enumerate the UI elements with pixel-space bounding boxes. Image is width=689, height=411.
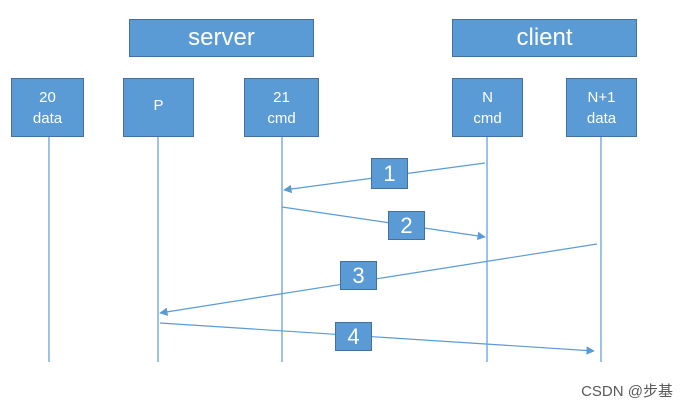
arrow-step-2 (281, 206, 486, 241)
client-group-box: client (452, 19, 637, 57)
port-number: 21 (273, 88, 290, 106)
port-box-n1-data: N+1 data (566, 78, 637, 137)
step-number: 2 (400, 212, 413, 238)
port-role: data (32, 109, 63, 127)
port-box-p: P (123, 78, 194, 137)
step-number: 3 (352, 262, 365, 288)
port-role: data (586, 109, 617, 127)
step-label-3: 3 (340, 261, 377, 290)
port-number: P (153, 97, 164, 114)
port-number: N (482, 88, 493, 106)
arrow-step-3 (159, 243, 598, 316)
watermark: CSDN @步基 (581, 383, 673, 400)
port-role: cmd (473, 109, 502, 127)
port-box-21-cmd: 21 cmd (244, 78, 319, 137)
step-label-4: 4 (335, 322, 372, 351)
step-number: 4 (347, 323, 360, 349)
arrow-step-4 (159, 322, 595, 355)
step-label-2: 2 (388, 211, 425, 240)
step-label-1: 1 (371, 158, 408, 189)
server-label: server (188, 24, 255, 51)
port-number: 20 (39, 88, 56, 106)
client-label: client (516, 24, 573, 51)
step-number: 1 (383, 160, 396, 186)
port-box-n-cmd: N cmd (452, 78, 523, 137)
port-role: cmd (267, 109, 296, 127)
port-number: N+1 (587, 88, 616, 106)
port-box-20-data: 20 data (11, 78, 84, 137)
server-group-box: server (129, 19, 314, 57)
